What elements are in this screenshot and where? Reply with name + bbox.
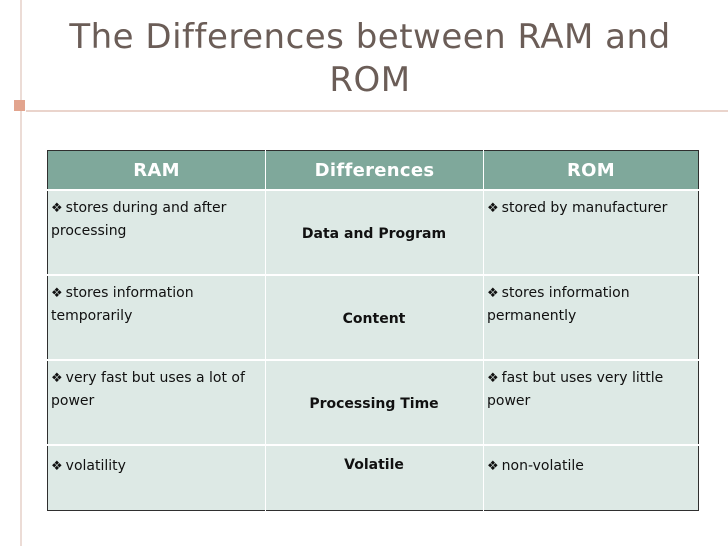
- slide-title: The Differences between RAM and ROM: [69, 17, 671, 100]
- header-differences: Differences: [265, 150, 484, 191]
- header-rom: ROM: [483, 150, 699, 191]
- ram-text: stores during and after processing: [51, 200, 227, 239]
- ram-text: stores information temporarily: [51, 285, 194, 324]
- comparison-table: RAM Differences ROM ❖stores during and a…: [47, 150, 699, 511]
- ram-text: volatility: [65, 458, 126, 474]
- rom-cell: ❖non-volatile: [483, 445, 699, 511]
- difference-cell: Content: [265, 275, 484, 361]
- diamond-bullet-icon: ❖: [487, 201, 499, 216]
- rom-text: stores information permanently: [487, 285, 630, 324]
- title-underline-rule: [26, 110, 728, 112]
- table-row: ❖very fast but uses a lot of power Proce…: [47, 360, 699, 446]
- rom-text: stored by manufacturer: [501, 200, 668, 216]
- diamond-bullet-icon: ❖: [487, 459, 499, 474]
- header-ram: RAM: [47, 150, 266, 191]
- difference-cell: Volatile: [265, 445, 484, 511]
- rom-cell: ❖stores information permanently: [483, 275, 699, 361]
- ram-cell: ❖stores information temporarily: [47, 275, 266, 361]
- diamond-bullet-icon: ❖: [487, 286, 499, 301]
- diamond-bullet-icon: ❖: [51, 459, 63, 474]
- table-row: ❖stores information temporarily Content …: [47, 275, 699, 361]
- table-row: ❖stores during and after processing Data…: [47, 190, 699, 276]
- difference-cell: Data and Program: [265, 190, 484, 276]
- diamond-bullet-icon: ❖: [51, 201, 63, 216]
- difference-cell: Processing Time: [265, 360, 484, 446]
- rom-cell: ❖fast but uses very little power: [483, 360, 699, 446]
- ram-text: very fast but uses a lot of power: [51, 370, 245, 409]
- ram-cell: ❖volatility: [47, 445, 266, 511]
- left-decor-rule: [20, 0, 22, 546]
- diamond-bullet-icon: ❖: [51, 286, 63, 301]
- ram-cell: ❖very fast but uses a lot of power: [47, 360, 266, 446]
- table-row: ❖volatility Volatile ❖non-volatile: [47, 445, 699, 511]
- rom-text: non-volatile: [501, 458, 584, 474]
- rom-cell: ❖stored by manufacturer: [483, 190, 699, 276]
- diamond-bullet-icon: ❖: [487, 371, 499, 386]
- diamond-bullet-icon: ❖: [51, 371, 63, 386]
- accent-square: [14, 100, 25, 111]
- table-header-row: RAM Differences ROM: [47, 150, 699, 191]
- rom-text: fast but uses very little power: [487, 370, 664, 409]
- ram-cell: ❖stores during and after processing: [47, 190, 266, 276]
